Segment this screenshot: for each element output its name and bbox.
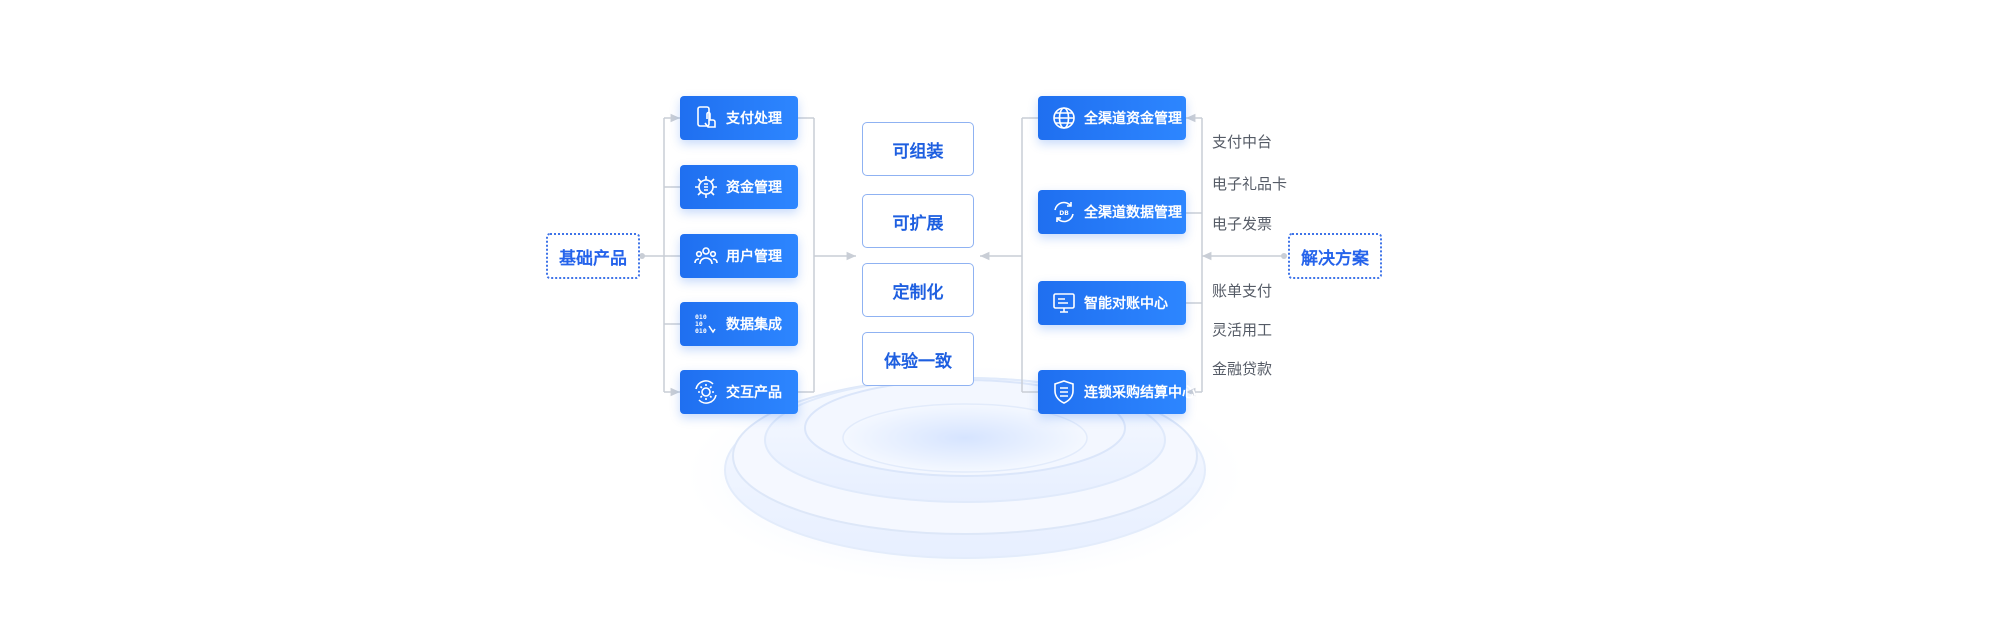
feature-consistent-experience[interactable]: 体验一致 xyxy=(862,332,974,386)
solution-text-bill-payment[interactable]: 账单支付 xyxy=(1212,282,1273,300)
svg-text:DB: DB xyxy=(1059,210,1069,217)
product-label: 数据集成 xyxy=(726,317,782,333)
solution-text-e-invoice[interactable]: 电子发票 xyxy=(1212,215,1273,233)
product-label: 支付处理 xyxy=(726,111,782,127)
data-cycle-icon: DB xyxy=(1050,198,1078,226)
solution-text-financial-loan[interactable]: 金融贷款 xyxy=(1212,360,1273,378)
product-user-management[interactable]: 用户管理 xyxy=(680,234,798,278)
product-label: 资金管理 xyxy=(726,180,782,196)
globe-icon xyxy=(1050,104,1078,132)
gear-fund-icon xyxy=(692,173,720,201)
phone-touch-icon xyxy=(692,104,720,132)
solution-label: 连锁采购结算中心 xyxy=(1084,385,1196,401)
svg-text:10: 10 xyxy=(695,320,703,328)
solution-text-e-gift-card[interactable]: 电子礼品卡 xyxy=(1212,175,1288,193)
solution-omnichannel-fund[interactable]: 全渠道资金管理 xyxy=(1038,96,1186,140)
feature-customizable[interactable]: 定制化 xyxy=(862,263,974,317)
product-payment-processing[interactable]: 支付处理 xyxy=(680,96,798,140)
product-fund-management[interactable]: 资金管理 xyxy=(680,165,798,209)
feature-composable[interactable]: 可组装 xyxy=(862,122,974,176)
solution-label: 全渠道数据管理 xyxy=(1084,205,1182,221)
product-data-integration[interactable]: 010 10 010 数据集成 xyxy=(680,302,798,346)
gear-cycle-icon xyxy=(692,378,720,406)
feature-extensible[interactable]: 可扩展 xyxy=(862,194,974,248)
shield-icon xyxy=(1050,378,1078,406)
solution-smart-reconciliation[interactable]: 智能对账中心 xyxy=(1038,281,1186,325)
binary-data-icon: 010 10 010 xyxy=(692,310,720,338)
product-label: 交互产品 xyxy=(726,385,782,401)
svg-text:010: 010 xyxy=(695,327,707,335)
svg-text:010: 010 xyxy=(695,313,707,321)
solution-text-flexible-employment[interactable]: 灵活用工 xyxy=(1212,321,1273,339)
solution-chain-procurement[interactable]: 连锁采购结算中心 xyxy=(1038,370,1196,414)
base-products-label[interactable]: 基础产品 xyxy=(546,233,640,279)
solution-omnichannel-data[interactable]: DB 全渠道数据管理 xyxy=(1038,190,1186,234)
monitor-icon xyxy=(1050,289,1078,317)
product-label: 用户管理 xyxy=(726,249,782,265)
solution-text-payment-middle-platform[interactable]: 支付中台 xyxy=(1212,133,1273,151)
users-icon xyxy=(692,242,720,270)
solutions-label[interactable]: 解决方案 xyxy=(1288,233,1382,279)
product-interactive[interactable]: 交互产品 xyxy=(680,370,798,414)
solution-label: 智能对账中心 xyxy=(1084,296,1168,312)
solution-label: 全渠道资金管理 xyxy=(1084,111,1182,127)
